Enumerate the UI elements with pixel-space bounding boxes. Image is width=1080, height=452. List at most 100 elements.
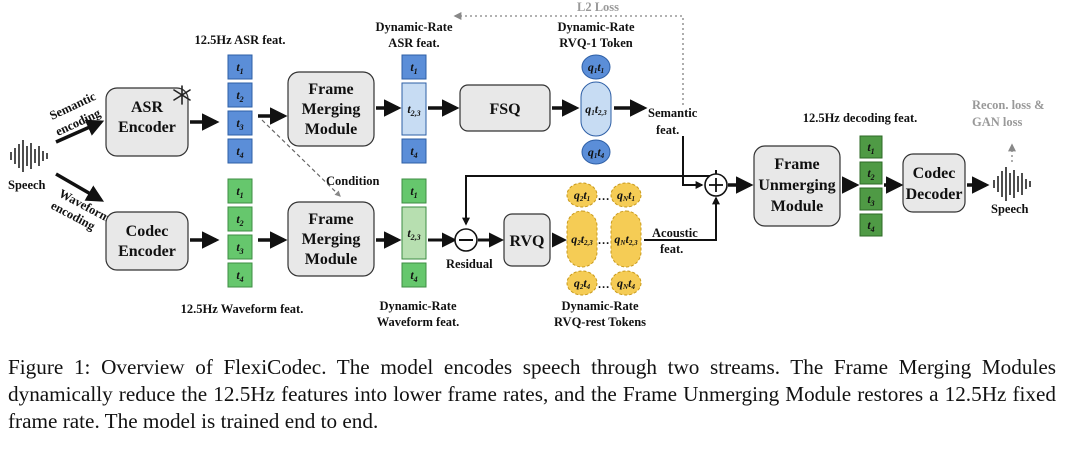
- svg-text:qNt1: qNt1: [617, 188, 635, 203]
- rvqrest-qn-t1: qNt1: [610, 182, 642, 208]
- speech-output-label: Speech: [991, 202, 1029, 216]
- decode-token-3: t3: [859, 187, 883, 211]
- asr-feat-label: 12.5Hz ASR feat.: [195, 33, 286, 47]
- svg-text:t3: t3: [236, 240, 243, 256]
- speech-waveform-icon: [10, 140, 48, 172]
- asr-encoder-label-1: ASR: [131, 99, 163, 116]
- decode-token-2: t2: [859, 161, 883, 185]
- asr-feat-token-1: t1: [227, 54, 253, 80]
- codec-decoder-label-2: Decoder: [906, 186, 963, 203]
- flexicodec-architecture-diagram: Speech Semantic encoding Waveform encodi…: [8, 0, 1045, 329]
- frame-merging-module-top: [287, 71, 375, 147]
- fmm-bottom-label-2: Merging: [302, 231, 361, 248]
- dyn-wave-token-23: t2,3: [401, 206, 427, 260]
- dyn-wave-token-4: t4: [401, 262, 427, 288]
- svg-text:t4: t4: [867, 218, 874, 234]
- dynamic-asr-label-1: Dynamic-Rate: [375, 20, 453, 34]
- semantic-feat-label-1: Semantic: [648, 106, 698, 120]
- rvq-box: [503, 213, 551, 267]
- svg-text:t1: t1: [867, 140, 874, 156]
- fum-label-2: Unmerging: [758, 177, 835, 194]
- svg-text:t3: t3: [867, 192, 874, 208]
- frame-unmerging-module: [753, 145, 841, 227]
- rvq-label: RVQ: [510, 233, 545, 250]
- svg-text:…: …: [598, 233, 610, 247]
- svg-text:t1: t1: [410, 184, 417, 200]
- fmm-bottom-label-1: Frame: [308, 211, 353, 228]
- svg-text:t1: t1: [236, 184, 243, 200]
- rvqrest-label-1: Dynamic-Rate: [561, 299, 639, 313]
- fmm-top-label-3: Module: [305, 121, 357, 138]
- fum-label-1: Frame: [774, 156, 819, 173]
- rvqrest-qn-t4: qNt4: [610, 270, 642, 296]
- frame-merging-module-bottom: [287, 201, 375, 277]
- dynamic-wave-label-1: Dynamic-Rate: [379, 299, 457, 313]
- svg-text:qNt4: qNt4: [617, 276, 635, 291]
- l2-loss-label: L2 Loss: [577, 0, 619, 14]
- svg-text:q1t1: q1t1: [588, 60, 604, 75]
- codec-decoder-box: [902, 153, 966, 213]
- recon-loss-label-1: Recon. loss &: [972, 98, 1045, 112]
- figure-caption: Figure 1: Overview of FlexiCodec. The mo…: [8, 355, 1056, 433]
- snowflake-icon: [173, 85, 191, 105]
- rvq1-token-1: q1t1: [581, 54, 611, 80]
- acoustic-feat-label-1: Acoustic: [652, 226, 698, 240]
- svg-text:t1: t1: [236, 60, 243, 76]
- waveform-feat-label: 12.5Hz Waveform feat.: [181, 302, 304, 316]
- decode-token-1: t1: [859, 135, 883, 159]
- asr-encoder-label-2: Encoder: [118, 119, 176, 136]
- asr-encoder-box: [105, 87, 189, 157]
- rvqrest-label-2: RVQ-rest Tokens: [554, 315, 646, 329]
- fsq-label: FSQ: [489, 101, 520, 118]
- svg-text:…: …: [598, 277, 610, 291]
- wave-feat-token-1: t1: [227, 178, 253, 204]
- residual-label: Residual: [446, 257, 493, 271]
- speech-input-label: Speech: [8, 178, 46, 192]
- fmm-top-label-1: Frame: [308, 81, 353, 98]
- dyn-wave-token-1: t1: [401, 178, 427, 204]
- speech-waveform-icon: [993, 167, 1031, 201]
- fmm-bottom-label-3: Module: [305, 251, 357, 268]
- residual-minus-icon: [454, 228, 478, 252]
- acoustic-feat-label-2: feat.: [660, 242, 683, 256]
- rvq1-token-4: q1t4: [581, 139, 611, 165]
- svg-text:t1: t1: [410, 60, 417, 76]
- fum-label-3: Module: [771, 198, 823, 215]
- rvq1-token-23: q1t2,3: [580, 81, 612, 137]
- rvqrest-q2-t4: q2t4: [566, 270, 598, 296]
- svg-text:t4: t4: [236, 268, 243, 284]
- fmm-top-label-2: Merging: [302, 101, 361, 118]
- svg-text:t2: t2: [867, 166, 874, 182]
- svg-text:t4: t4: [410, 268, 417, 284]
- wave-feat-token-2: t2: [227, 206, 253, 232]
- asr-feat-token-2: t2: [227, 82, 253, 108]
- rvq1-label-1: Dynamic-Rate: [557, 20, 635, 34]
- rvqrest-q2-t23: q2t2,3: [566, 210, 598, 268]
- recon-loss-label-2: GAN loss: [972, 115, 1022, 129]
- semantic-feat-label-2: feat.: [656, 123, 679, 137]
- dynamic-asr-label-2: ASR feat.: [388, 36, 439, 50]
- rvqrest-q2-t1: q2t1: [566, 182, 598, 208]
- svg-text:t2: t2: [236, 88, 243, 104]
- svg-text:t2: t2: [236, 212, 243, 228]
- svg-text:q2t4: q2t4: [574, 276, 591, 291]
- rvq1-label-2: RVQ-1 Token: [559, 36, 633, 50]
- asr-feat-token-3: t3: [227, 110, 253, 136]
- svg-text:q1t4: q1t4: [588, 145, 605, 160]
- fsq-box: [459, 84, 551, 132]
- dyn-asr-token-4: t4: [401, 138, 427, 164]
- svg-text:t4: t4: [236, 144, 243, 160]
- svg-text:q2t1: q2t1: [574, 188, 590, 203]
- decode-token-4: t4: [859, 213, 883, 237]
- svg-text:t4: t4: [410, 144, 417, 160]
- dyn-asr-token-1: t1: [401, 54, 427, 80]
- wave-feat-token-4: t4: [227, 262, 253, 288]
- condition-label: Condition: [326, 174, 380, 188]
- dynamic-wave-label-2: Waveform feat.: [377, 315, 460, 329]
- codec-encoder-label-2: Encoder: [118, 243, 176, 260]
- dyn-asr-token-23: t2,3: [401, 82, 427, 136]
- rvqrest-qn-t23: qNt2,3: [610, 210, 642, 268]
- codec-encoder-box: [105, 211, 189, 271]
- wave-feat-token-3: t3: [227, 234, 253, 260]
- svg-text:…: …: [598, 189, 610, 203]
